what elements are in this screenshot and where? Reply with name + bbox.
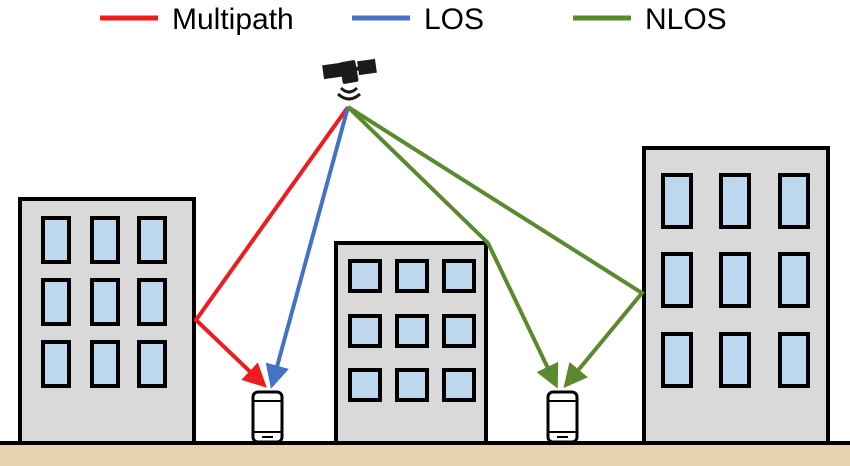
multipath-signal	[193, 105, 350, 388]
legend-item-nlos: NLOS	[573, 3, 727, 36]
legend-label-multipath: Multipath	[172, 3, 294, 36]
building-left	[18, 197, 196, 445]
nlos-signal-1	[346, 105, 559, 389]
legend-label-los: LOS	[424, 3, 484, 36]
smartphone-icon	[546, 390, 579, 444]
building-middle	[334, 241, 488, 445]
building-right	[642, 146, 830, 445]
legend-label-nlos: NLOS	[645, 3, 727, 36]
legend: Multipath LOS NLOS	[100, 3, 727, 36]
building-left-windows	[41, 216, 167, 388]
satellite-icon	[322, 58, 377, 101]
nlos-signal-2	[346, 105, 645, 389]
building-right-windows	[661, 173, 810, 388]
smartphone-icon	[251, 390, 284, 444]
legend-item-los: LOS	[352, 3, 484, 36]
signal-paths	[193, 105, 645, 389]
building-middle-windows	[348, 259, 476, 402]
legend-item-multipath: Multipath	[100, 3, 294, 36]
ground	[0, 443, 850, 466]
los-signal	[265, 106, 350, 389]
